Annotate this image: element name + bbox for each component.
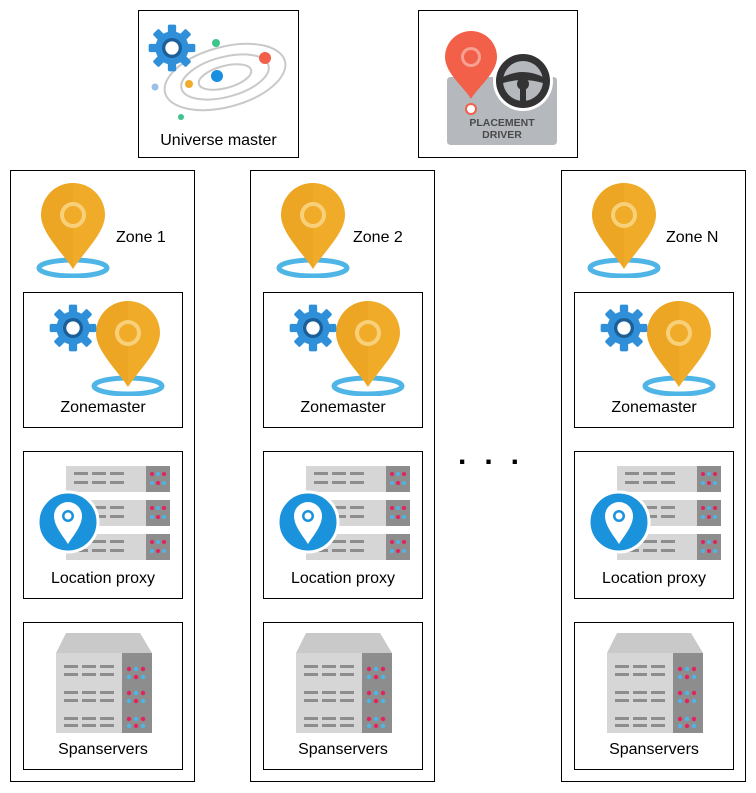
zone-n-zonemaster-box: Zonemaster: [574, 292, 734, 428]
zone-1-location-proxy-box: Location proxy: [23, 451, 183, 599]
placement-driver-text: PLACEMENT DRIVER: [447, 117, 557, 141]
zone-1-location-proxy-label: Location proxy: [50, 570, 156, 587]
galaxy-gear-icon: [148, 24, 287, 120]
gear-pin-icon: [49, 301, 168, 396]
location-pin-icon: [584, 183, 664, 278]
zone-1-zonemaster-label: Zonemaster: [60, 399, 146, 416]
zone-1-zonemaster-box: Zonemaster: [23, 292, 183, 428]
zone-2-spanservers-box: Spanservers: [263, 622, 423, 770]
gear-pin-icon: [289, 301, 408, 396]
zone-2-zonemaster-box: Zonemaster: [263, 292, 423, 428]
placement-driver-line2: DRIVER: [482, 129, 522, 141]
universe-master-box: Universe master: [138, 10, 299, 158]
placement-driver-box: PLACEMENT DRIVER: [418, 10, 578, 158]
zone-2-title: Zone 2: [353, 229, 403, 246]
zone-n-location-proxy-label: Location proxy: [601, 570, 707, 587]
zone-n-title: Zone N: [666, 229, 719, 246]
server-pin-icon: [36, 466, 170, 560]
zone-n-spanservers-box: Spanservers: [574, 622, 734, 770]
zone-n-zonemaster-label: Zonemaster: [611, 399, 697, 416]
placement-driver-line1: PLACEMENT: [469, 117, 535, 129]
zone-1-spanservers-box: Spanservers: [23, 622, 183, 770]
zone-1-spanservers-label: Spanservers: [58, 741, 148, 758]
zone-n-spanservers-label: Spanservers: [609, 741, 699, 758]
zone-2-location-proxy-label: Location proxy: [290, 570, 396, 587]
zone-1-box: Zone 1 Zonemaster Location proxy Spanser…: [10, 170, 195, 782]
zone-2-zonemaster-label: Zonemaster: [300, 399, 386, 416]
server-rack-icon: [296, 633, 392, 733]
zone-1-title: Zone 1: [116, 229, 166, 246]
server-rack-icon: [607, 633, 703, 733]
location-pin-icon: [273, 183, 353, 278]
ellipsis: ...: [458, 438, 538, 471]
gear-pin-icon: [600, 301, 719, 396]
zone-n-box: Zone N Zonemaster Location proxy Spanser…: [561, 170, 746, 782]
server-pin-icon: [276, 466, 410, 560]
location-pin-icon: [33, 183, 113, 278]
placement-driver-icon: [445, 31, 557, 145]
zone-2-spanservers-label: Spanservers: [298, 741, 388, 758]
zone-n-location-proxy-box: Location proxy: [574, 451, 734, 599]
server-rack-icon: [56, 633, 152, 733]
server-pin-icon: [587, 466, 721, 560]
zone-2-box: Zone 2 Zonemaster Location proxy Spanser…: [250, 170, 435, 782]
zone-2-location-proxy-box: Location proxy: [263, 451, 423, 599]
universe-master-label: Universe master: [160, 132, 277, 149]
